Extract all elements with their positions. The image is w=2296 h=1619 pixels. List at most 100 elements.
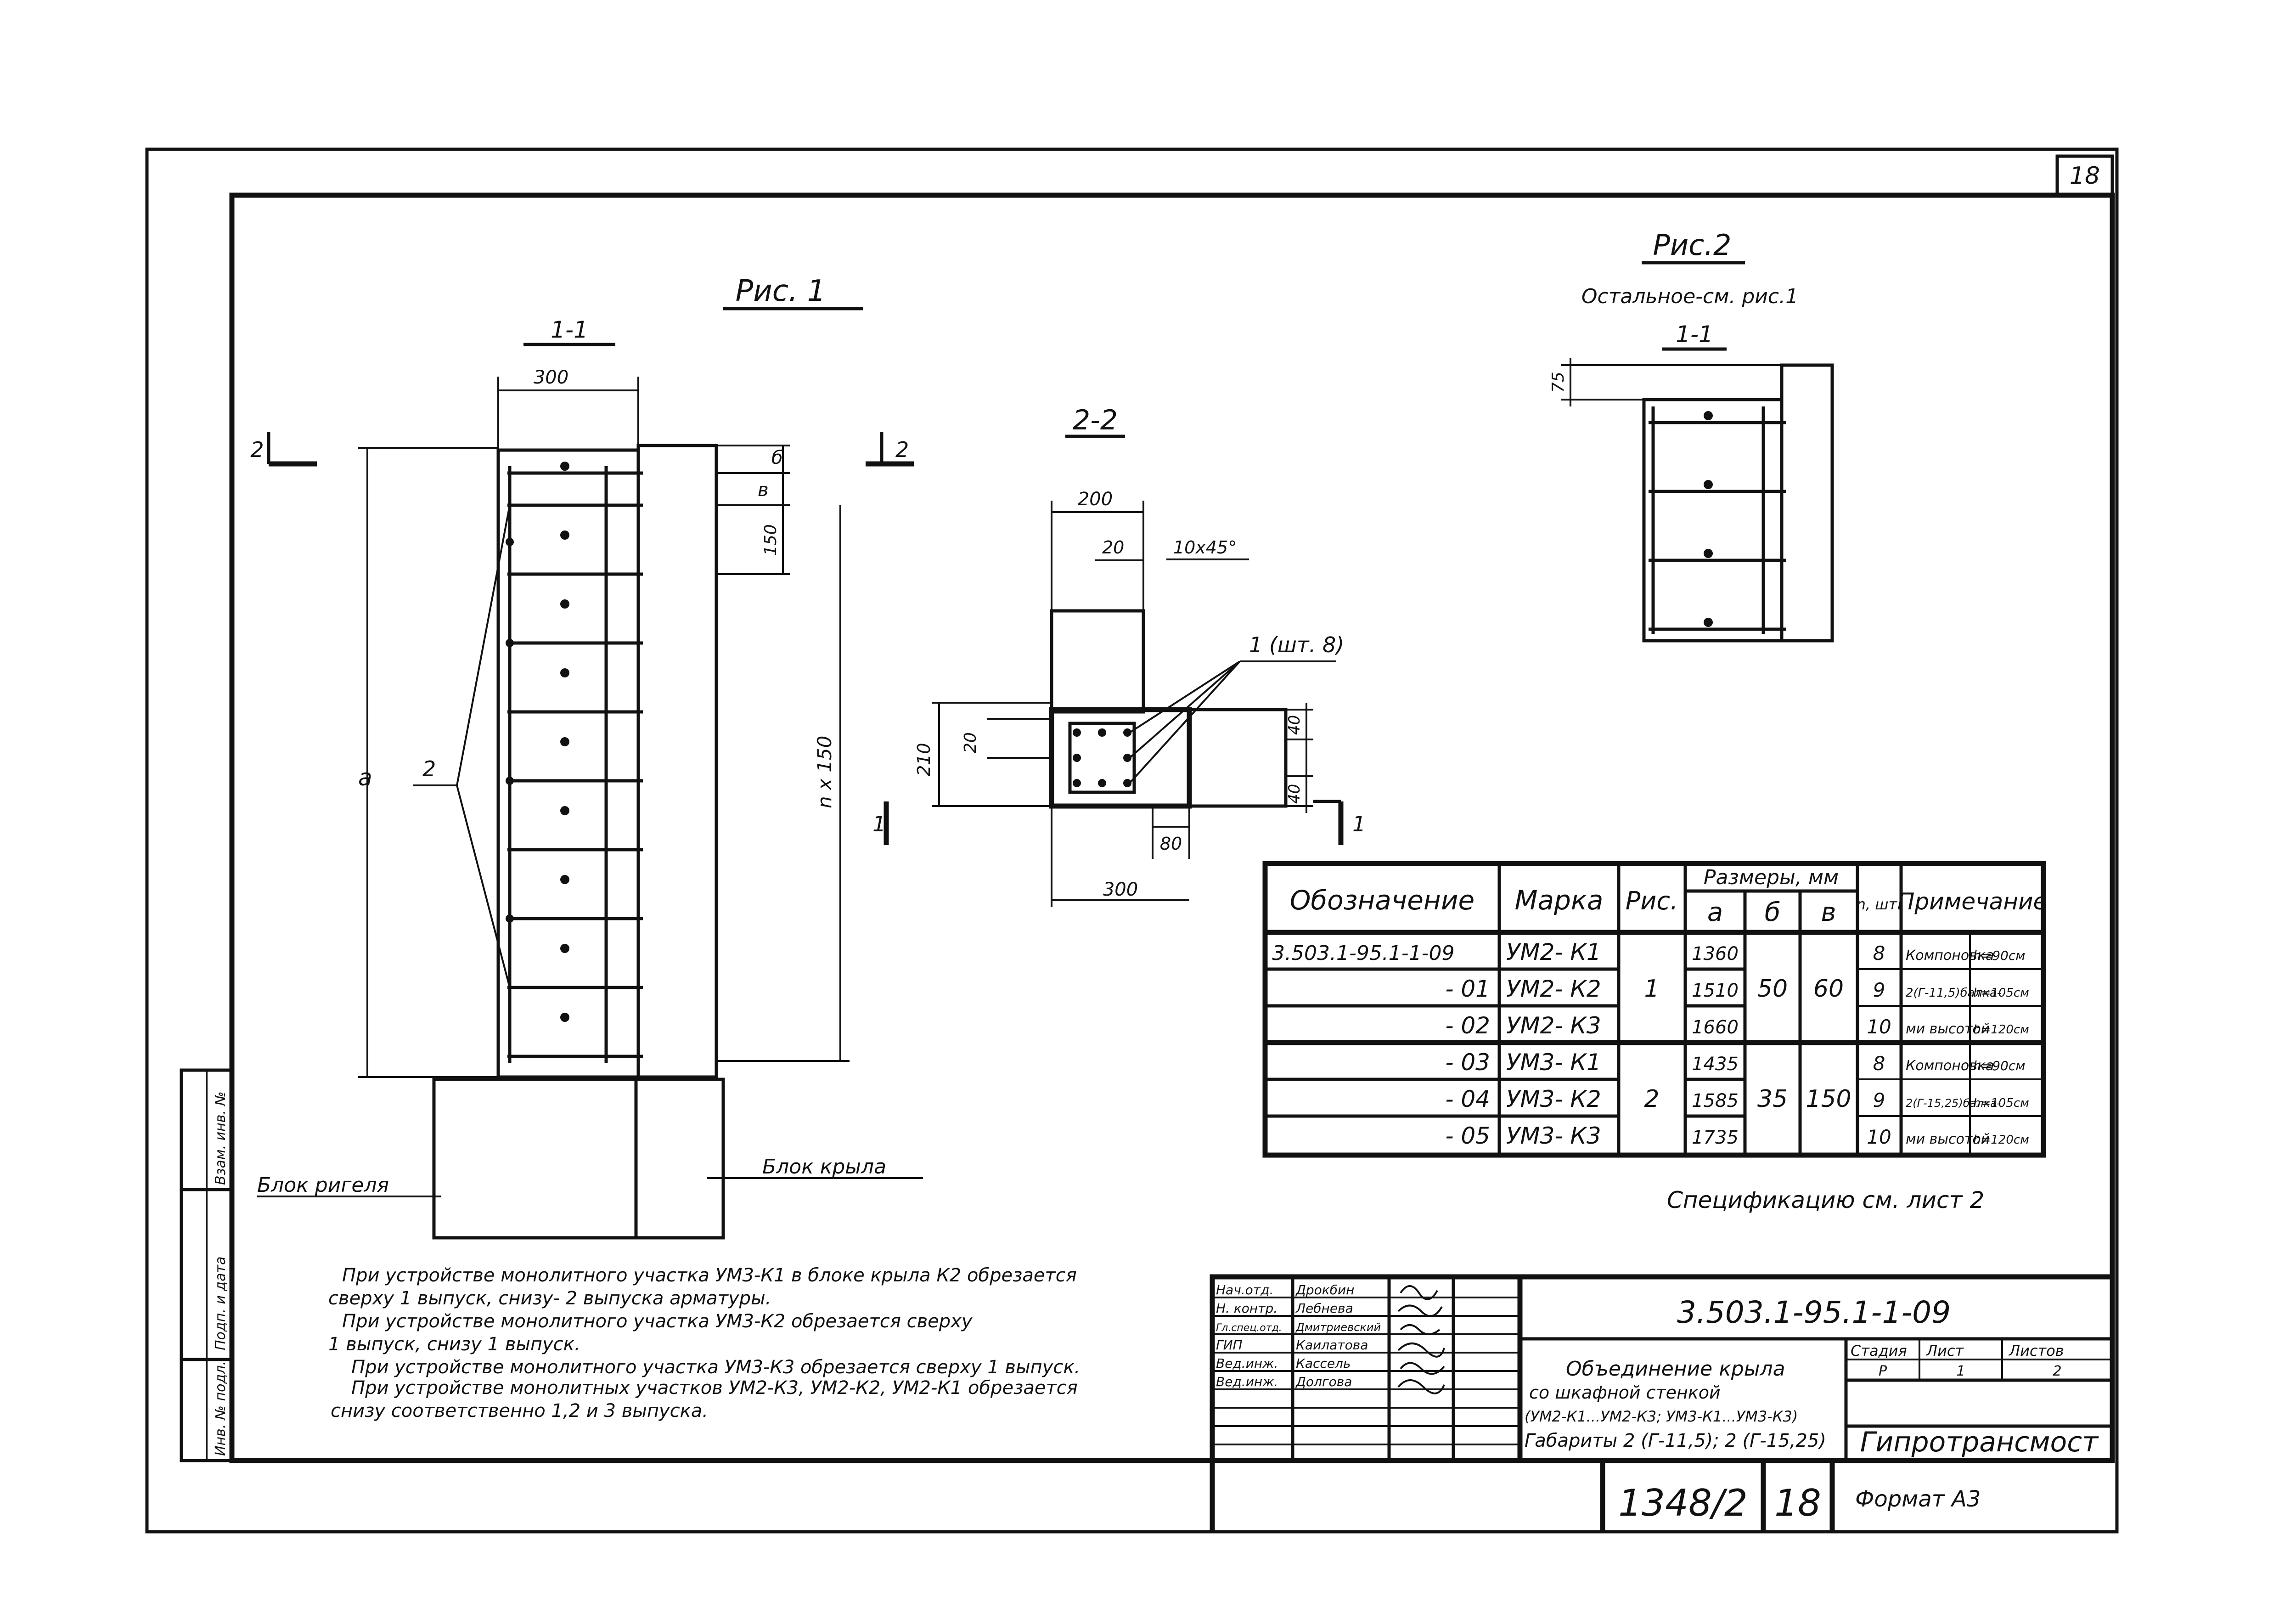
fig1-title: Рис. 1	[736, 274, 826, 308]
th-designation: Обозначение	[1290, 885, 1474, 916]
th-v: в	[1821, 897, 1836, 927]
organization: Гипротрансмост	[1860, 1426, 2099, 1458]
cell-designation: - 02	[1445, 1012, 1490, 1039]
sheet-number-box	[2055, 154, 2114, 197]
sig-name-6: Долгова	[1295, 1374, 1352, 1389]
sheet-number: 18	[2070, 162, 2100, 190]
table-row: 3.503.1-95.1-1-09 УМ2- К1 1360 8	[1272, 939, 1885, 965]
group1-h-1: h=90см	[1973, 948, 2025, 963]
cell-n: 9	[1873, 979, 1885, 1001]
stage-value: Р	[1879, 1363, 1887, 1379]
cell-mark: УМ2- К2	[1506, 976, 1601, 1002]
side-stamp-1: Взам. инв. №	[213, 1091, 229, 1185]
sig-name-4: Каилатова	[1296, 1337, 1368, 1353]
cell-a: 1510	[1692, 980, 1739, 1001]
fig1-rebar-label: 2	[422, 756, 436, 781]
sect22-dim-300: 300	[1103, 879, 1138, 900]
group2-h-1: h=90см	[1973, 1058, 2025, 1073]
sig-role-6: Вед.инж.	[1216, 1374, 1278, 1389]
note-line-6: При устройстве монолитных участков УМ2-К…	[351, 1377, 1078, 1399]
fig1-dim-n150: n x 150	[813, 736, 836, 808]
sect22-dim-20b: 20	[961, 732, 980, 753]
block-wing-label: Блок крыла	[762, 1155, 886, 1179]
fig2-title: Рис.2	[1653, 228, 1732, 262]
fig2-hatch	[1780, 363, 1834, 643]
title-line-2: со шкафной стенкой	[1529, 1382, 1721, 1403]
sect22-rebar-label: 1 (шт. 8)	[1249, 632, 1344, 657]
title-line-3: (УМ2-К1...УМ2-К3; УМ3-К1...УМ3-К3)	[1525, 1408, 1798, 1425]
cell-designation: - 03	[1445, 1049, 1490, 1076]
group2-b: 35	[1757, 1085, 1788, 1113]
group2-note-3: ми высотой	[1906, 1131, 1990, 1147]
sect22-dim-40a: 40	[1285, 715, 1304, 735]
group2-note-1: Компоновка	[1906, 1058, 1994, 1074]
sheet-label: Лист	[1926, 1342, 1964, 1360]
table-row: - 01 УМ2- К2 1510 9	[1445, 976, 1885, 1002]
sect22-dim-80: 80	[1160, 834, 1182, 854]
archive-number: 1348/2	[1618, 1482, 1747, 1524]
cell-a: 1360	[1692, 943, 1739, 965]
cell-designation: 3.503.1-95.1-1-09	[1272, 942, 1455, 965]
sect22-cut-mark-right: 1	[1352, 812, 1366, 836]
cell-a: 1435	[1692, 1054, 1739, 1075]
fig1-dim-b: б	[771, 447, 783, 468]
sect22-lower-block	[1187, 708, 1288, 808]
sig-role-5: Вед.инж.	[1216, 1356, 1278, 1371]
side-stamp-2: Подп. и дата	[213, 1257, 229, 1350]
sig-role-1: Нач.отд.	[1216, 1282, 1273, 1297]
side-stamp-3: Инв. № подл.	[213, 1361, 229, 1456]
th-mark: Марка	[1515, 885, 1604, 916]
sig-role-4: ГИП	[1216, 1337, 1243, 1353]
section-2-2: 2-2 200 20 10x45° 1 (шт. 8) 21	[872, 404, 1366, 907]
sect22-dim-chamfer: 10x45°	[1173, 537, 1237, 558]
cell-n: 8	[1873, 942, 1885, 965]
cell-n: 8	[1873, 1052, 1885, 1075]
group1-h-2: h=105см	[1973, 986, 2029, 1000]
sig-name-2: Лебнева	[1295, 1301, 1353, 1316]
notes: При устройстве монолитного участка УМ3-К…	[328, 1265, 1080, 1422]
group2-h-3: h=120см	[1973, 1133, 2029, 1147]
table-row: - 03 УМ3- К1 1435 8	[1445, 1049, 1885, 1076]
cell-n: 9	[1873, 1089, 1885, 1111]
cell-mark: УМ2- К3	[1506, 1012, 1601, 1039]
note-line-4: 1 выпуск, снизу 1 выпуск.	[328, 1334, 580, 1355]
figure-2: Рис.2 Остальное-см. рис.1 1-1 75	[1549, 228, 1834, 643]
title-line-4: Габариты 2 (Г-11,5); 2 (Г-15,25)	[1525, 1430, 1826, 1451]
sect22-dim-210: 210	[914, 743, 934, 776]
group2-v: 150	[1806, 1085, 1851, 1113]
th-a: а	[1707, 897, 1723, 927]
block-rigel-label: Блок ригеля	[257, 1173, 389, 1197]
group2-fig: 2	[1644, 1085, 1659, 1113]
fig2-dim-75: 75	[1549, 372, 1568, 393]
spec-table: Обозначение Марка Рис. Размеры, мм а б в…	[1262, 861, 2047, 1158]
sheets-value: 2	[2053, 1363, 2061, 1379]
format-label: Формат А3	[1855, 1486, 1981, 1512]
stage-label: Стадия	[1851, 1342, 1907, 1360]
cell-designation: - 05	[1445, 1123, 1490, 1149]
doc-code: 3.503.1-95.1-1-09	[1677, 1295, 1951, 1330]
sect22-dim-40b: 40	[1285, 784, 1304, 804]
fig1-dim-width: 300	[534, 367, 568, 388]
fig1-dim-150: 150	[761, 524, 780, 556]
cell-designation: - 01	[1445, 976, 1490, 1002]
sheets-label: Листов	[2009, 1342, 2064, 1360]
cell-n: 10	[1867, 1126, 1891, 1148]
group1-note-1: Компоновка	[1906, 948, 1994, 964]
fig1-cut-mark-left: 2	[250, 437, 264, 462]
fig2-section-label: 1-1	[1676, 321, 1713, 348]
th-note: Примечание	[1897, 888, 2047, 915]
table-row: - 04 УМ3- К2 1585 9	[1445, 1086, 1885, 1112]
title-line-1: Объединение крыла	[1566, 1357, 1785, 1381]
group1-b: 50	[1757, 975, 1788, 1003]
sig-role-2: Н. контр.	[1216, 1301, 1277, 1316]
drawing-frame	[229, 192, 2115, 1463]
note-line-5: При устройстве монолитного участка УМ3-К…	[351, 1357, 1080, 1378]
wing-block-hatch	[636, 444, 718, 1079]
note-line-7: снизу соответственно 1,2 и 3 выпуска.	[331, 1400, 708, 1422]
cell-mark: УМ3- К2	[1506, 1086, 1601, 1112]
group1-fig: 1	[1644, 975, 1659, 1003]
fig1-dim-a: а	[358, 764, 372, 791]
sig-name-1: Дрокбин	[1295, 1282, 1354, 1297]
sect22-dim-20a: 20	[1102, 537, 1124, 558]
